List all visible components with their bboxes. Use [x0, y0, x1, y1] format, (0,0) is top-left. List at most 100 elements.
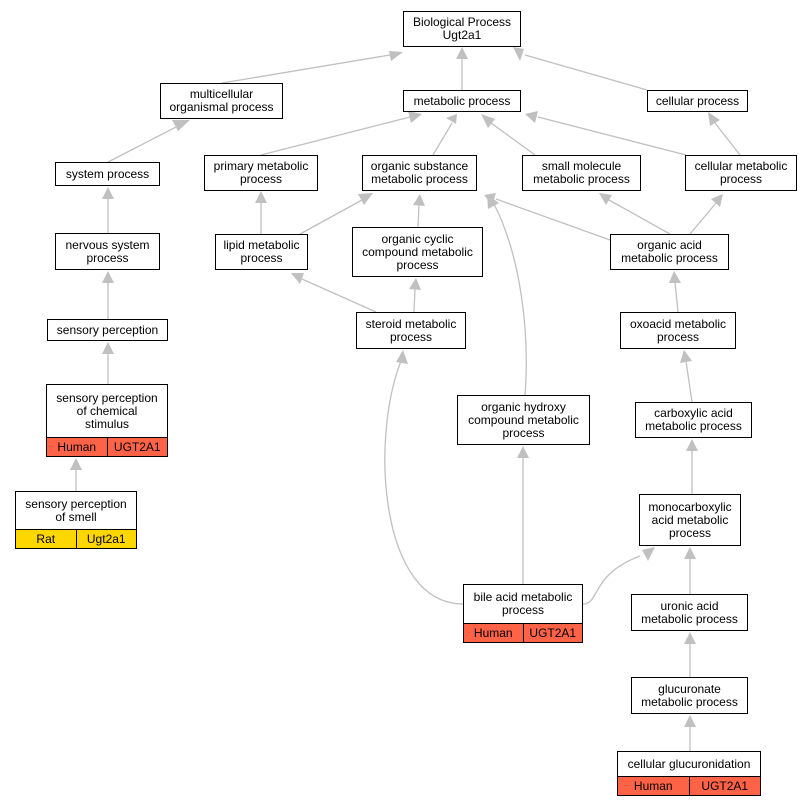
arrowhead	[255, 191, 267, 203]
arrowhead	[517, 446, 529, 458]
node-label-line: process	[668, 525, 712, 540]
annotation-gene: Ugt2a1	[75, 530, 137, 548]
arrowhead	[102, 271, 114, 283]
arrowhead	[669, 271, 681, 283]
node-label-line: primary metabolic	[213, 159, 309, 173]
arrowhead	[525, 111, 538, 123]
edge-line	[221, 54, 391, 84]
node-label-line: cellular glucuronidation	[627, 756, 751, 771]
node-title: cellular glucuronidation	[618, 752, 760, 776]
node-label-line: compound metabolic	[362, 244, 473, 259]
arrowhead	[172, 120, 190, 131]
node-label-line: organic acid	[637, 238, 702, 252]
node-system[interactable]: system process	[55, 162, 160, 186]
annotation-gene: UGT2A1	[106, 438, 168, 456]
arrowhead	[408, 111, 422, 123]
arrowhead	[102, 187, 114, 199]
annotation-species: Human	[57, 440, 97, 454]
node-label-line: sensory perception	[56, 390, 158, 405]
arrowhead	[708, 112, 720, 126]
node-metabolic[interactable]: metabolic process	[403, 90, 521, 112]
node-label-line: process	[396, 257, 439, 272]
node-label-line: process	[502, 425, 545, 440]
annotation-species: Human	[633, 779, 673, 793]
edge-line	[537, 116, 687, 156]
arrowhead	[684, 547, 696, 559]
node-label-line: compound metabolic	[468, 412, 579, 427]
node-label-line: metabolic process	[641, 611, 738, 626]
edge-line	[608, 199, 671, 235]
node-label-line: metabolic process	[533, 172, 630, 186]
annotation-species: Human	[473, 626, 513, 640]
node-cellular[interactable]: cellular process	[647, 90, 748, 112]
node-label-line: multicellular	[189, 87, 254, 101]
node-label-line: metabolic process	[641, 694, 738, 709]
node-label-line: oxoacid metabolic	[629, 316, 727, 331]
node-label-line: process	[240, 251, 283, 265]
edge-line	[495, 198, 611, 241]
edge-line	[524, 54, 648, 91]
node-label-line: uronic acid	[660, 598, 719, 613]
arrowhead	[484, 193, 496, 205]
node-label-line: sensory perception	[56, 322, 159, 337]
node-label-line: process	[656, 329, 700, 344]
arrowhead	[642, 547, 655, 561]
node-label-line: system process	[65, 166, 150, 181]
node-label-line: sensory perception	[25, 496, 127, 511]
node-label-line: monocarboxylic	[648, 499, 732, 514]
node-label-line: stimulus	[84, 416, 129, 431]
arrowhead	[389, 51, 403, 61]
edge-line	[674, 281, 679, 313]
node-label-line: process	[239, 172, 282, 186]
node-label-line: cellular process	[655, 93, 740, 108]
edge-line	[714, 122, 741, 156]
node-label-line: process	[86, 250, 129, 265]
arrowhead	[686, 439, 698, 451]
arrowhead	[396, 350, 408, 364]
arrowhead	[446, 114, 457, 124]
node-label-line: metabolic process	[413, 93, 511, 108]
node-sensory[interactable]: sensory perception	[47, 319, 168, 341]
node-label-line: small molecule	[541, 159, 622, 173]
annotation-gene: UGT2A1	[688, 777, 761, 795]
node-label-line: acid metabolic	[651, 512, 729, 527]
edge-line	[107, 125, 179, 163]
node-title: cellular process	[648, 91, 747, 111]
node-label-line: process	[719, 172, 763, 186]
arrowhead	[684, 715, 696, 727]
annotation-species: Rat	[36, 532, 56, 546]
edge-line	[493, 203, 527, 396]
